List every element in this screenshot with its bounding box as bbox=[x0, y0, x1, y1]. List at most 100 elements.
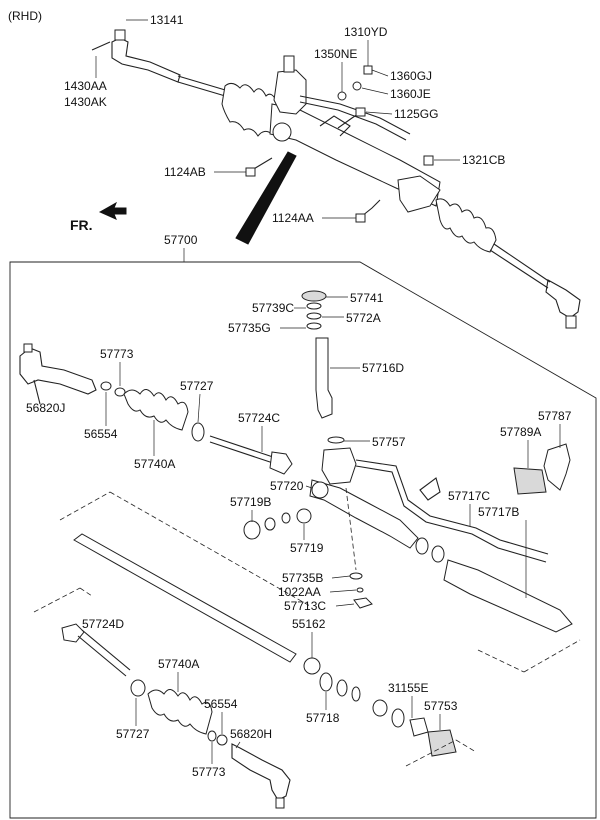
inner-tie-rod-57724D bbox=[61, 623, 85, 643]
label-55162: 55162 bbox=[292, 617, 326, 631]
seal-57735B bbox=[349, 572, 363, 580]
clip-57773-b bbox=[207, 730, 217, 742]
nut-1310YD bbox=[363, 65, 373, 75]
label-57789A: 57789A bbox=[500, 425, 541, 439]
seal-57739C bbox=[306, 302, 322, 310]
bracket-57787 bbox=[543, 443, 571, 491]
label-57719B: 57719B bbox=[230, 495, 271, 509]
valve-housing-exploded bbox=[321, 447, 357, 485]
label-1430AA: 1430AA bbox=[64, 79, 107, 93]
seal-57735G bbox=[306, 322, 322, 330]
nut-56554-b bbox=[216, 734, 228, 746]
washer-1350NE bbox=[337, 91, 347, 101]
nut-56554-a bbox=[100, 381, 112, 391]
clip-57773-a bbox=[114, 387, 126, 397]
label-57753: 57753 bbox=[424, 699, 458, 713]
label-1430AK: 1430AK bbox=[64, 95, 107, 109]
pin-1022AA bbox=[356, 587, 364, 593]
label-57740A-b: 57740A bbox=[158, 657, 199, 671]
front-direction-label: FR. bbox=[70, 217, 93, 233]
label-57787: 57787 bbox=[538, 409, 572, 423]
bolt-1124AA bbox=[361, 199, 381, 217]
label-1350NE: 1350NE bbox=[314, 47, 357, 61]
boot-57740A-a bbox=[123, 389, 189, 431]
pipe-57717C bbox=[355, 459, 549, 555]
label-57717B: 57717B bbox=[478, 505, 519, 519]
assembled-steering-gear bbox=[91, 29, 581, 329]
label-1310YD: 1310YD bbox=[344, 25, 388, 39]
nut-1321CB bbox=[423, 155, 434, 166]
label-57740A-a: 57740A bbox=[134, 457, 175, 471]
cap-57713C bbox=[353, 597, 373, 609]
seal-55162 bbox=[303, 657, 321, 675]
label-57773-a: 57773 bbox=[100, 347, 134, 361]
label-57713C: 57713C bbox=[284, 599, 326, 613]
pinion-shaft-top bbox=[283, 55, 295, 73]
label-57719: 57719 bbox=[290, 541, 324, 555]
label-57757: 57757 bbox=[372, 435, 406, 449]
label-57773-b: 57773 bbox=[192, 765, 226, 779]
cylinder-tube bbox=[443, 559, 573, 633]
label-57727-a: 57727 bbox=[180, 379, 214, 393]
bushing-57789A bbox=[513, 467, 547, 495]
boot-57740A-b bbox=[147, 689, 213, 735]
label-57718: 57718 bbox=[306, 711, 340, 725]
pinion-valve-57716D bbox=[315, 337, 333, 419]
label-57735G: 57735G bbox=[228, 321, 271, 335]
rack-bar bbox=[73, 533, 297, 663]
bushing-57719B bbox=[243, 520, 261, 540]
label-57727-b: 57727 bbox=[116, 727, 150, 741]
mount-bushing-left-top bbox=[272, 122, 292, 142]
nut-31155E bbox=[409, 717, 429, 737]
boot-left-top bbox=[221, 82, 279, 137]
gear-housing-exploded bbox=[309, 479, 419, 549]
label-57716D: 57716D bbox=[362, 361, 404, 375]
top-labels: 13141 1310YD 1350NE 1360GJ 1360JE 1125GG… bbox=[64, 13, 505, 262]
cap-57741 bbox=[301, 290, 327, 302]
variant-label: (RHD) bbox=[8, 9, 42, 23]
label-1125GG: 1125GG bbox=[394, 107, 438, 121]
tie-rod-end-left-top bbox=[111, 37, 181, 83]
pipe-57717B bbox=[355, 465, 547, 563]
label-1360JE: 1360JE bbox=[390, 87, 431, 101]
nut-13141 bbox=[114, 29, 126, 41]
ring-57718-b bbox=[336, 679, 348, 697]
label-57720: 57720 bbox=[270, 479, 304, 493]
label-57735B: 57735B bbox=[282, 571, 323, 585]
ring-5772A bbox=[306, 312, 322, 320]
ring-57718-a bbox=[319, 672, 333, 692]
label-1124AA: 1124AA bbox=[272, 211, 314, 225]
washer-1360GJ bbox=[352, 81, 362, 91]
exploded-labels: 57741 57739C 5772A 57735G 57716D 57773 5… bbox=[26, 291, 572, 779]
inner-tie-rod-57724C bbox=[269, 451, 293, 475]
label-57724D: 57724D bbox=[82, 617, 124, 631]
label-56820H: 56820H bbox=[230, 727, 272, 741]
label-56554-a: 56554 bbox=[84, 427, 118, 441]
label-56554-b: 56554 bbox=[204, 697, 238, 711]
cotter-pin-top bbox=[91, 41, 111, 51]
front-direction-indicator: FR. bbox=[70, 201, 127, 233]
front-arrow-icon bbox=[98, 201, 127, 220]
label-1321CB: 1321CB bbox=[462, 153, 505, 167]
assembly-pointer-wedge bbox=[235, 151, 297, 245]
exploded-parts bbox=[19, 290, 581, 809]
rack-bushing-57753 bbox=[427, 729, 457, 757]
seal-57757 bbox=[327, 436, 345, 444]
label-56820J: 56820J bbox=[26, 401, 65, 415]
label-1360GJ: 1360GJ bbox=[390, 69, 432, 83]
tie-rod-end-56820H bbox=[231, 743, 291, 801]
clamp-57727-b bbox=[130, 679, 146, 697]
seal-57719 bbox=[296, 508, 312, 524]
tie-rod-end-56820J bbox=[19, 347, 97, 395]
label-57724C: 57724C bbox=[238, 411, 280, 425]
label-1124AB: 1124AB bbox=[164, 165, 206, 179]
label-1022AA: 1022AA bbox=[278, 585, 321, 599]
tie-rod-end-right-top bbox=[545, 279, 581, 319]
exploded-view-frame bbox=[9, 261, 597, 819]
label-57700: 57700 bbox=[164, 233, 198, 247]
label-57739C: 57739C bbox=[252, 301, 294, 315]
bushing-57720 bbox=[311, 481, 329, 499]
mount-bracket-right-top bbox=[397, 175, 441, 213]
label-13141: 13141 bbox=[150, 13, 184, 27]
